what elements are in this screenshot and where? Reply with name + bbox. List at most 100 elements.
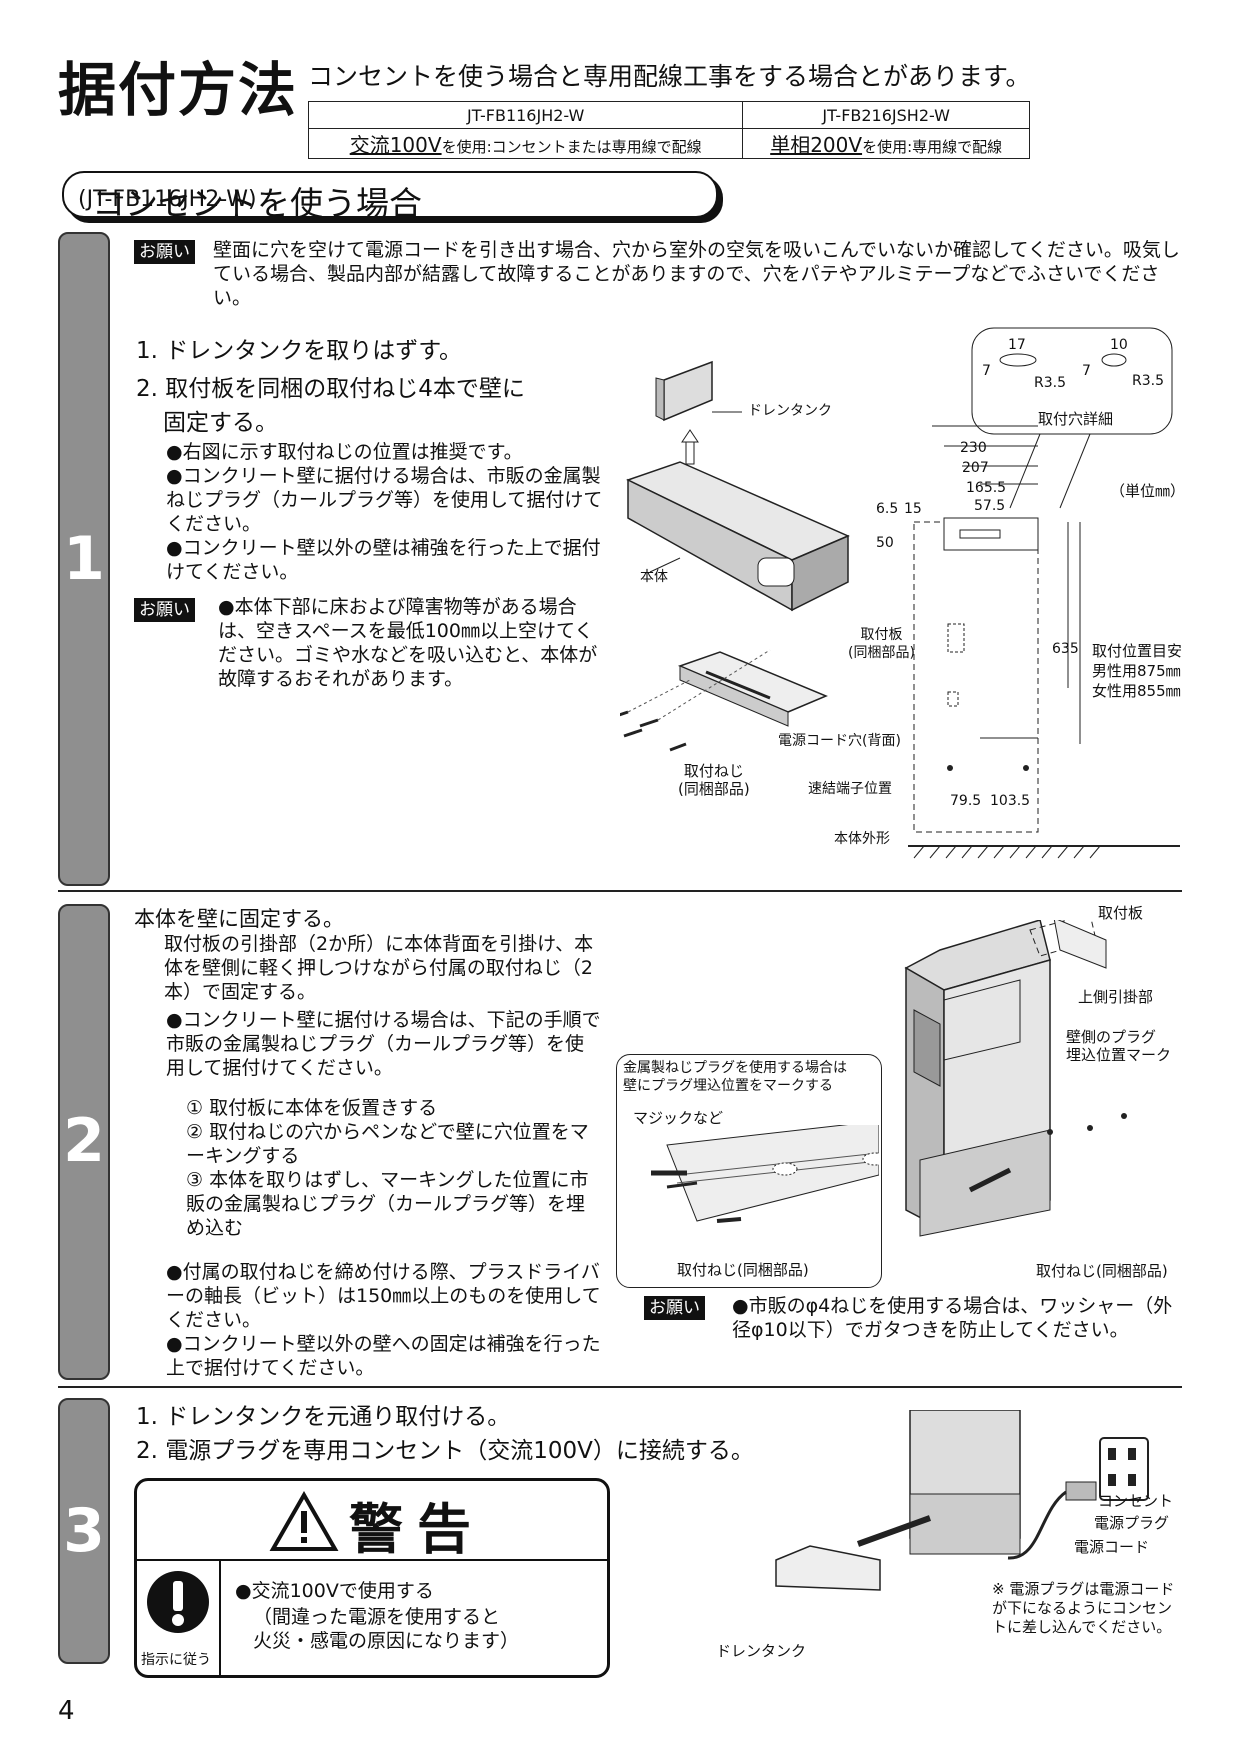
plug-icon xyxy=(716,1217,742,1223)
step-1-bar: 1 xyxy=(58,232,110,886)
section-heading: コンセントを使う場合 (JT-FB116JH2-W) xyxy=(62,171,718,223)
label-body: 本体 xyxy=(640,569,668,585)
label-height-guide: 取付位置目安 xyxy=(1092,642,1183,660)
dim-15: 15 xyxy=(904,501,922,517)
page-number: 4 xyxy=(58,1696,75,1726)
step2-desc: 取付板の引掛部（2か所）に本体背面を引掛け、本体を壁側に軽く押しつけながら付属の… xyxy=(164,933,594,1003)
label-drain-tank-3: ドレンタンク xyxy=(716,1642,807,1660)
label-unit: （単位㎜） xyxy=(1110,482,1186,500)
dim-207: 207 xyxy=(962,460,989,476)
section-title-wrap: コンセントを使う場合 (JT-FB116JH2-W) xyxy=(78,175,422,223)
model-usage-text-2: を使用:専用線で配線 xyxy=(862,138,1003,156)
label-plug-mark: 壁側のプラグ 埋込位置マーク xyxy=(1066,1028,1172,1064)
label-outline: 本体外形 xyxy=(834,831,890,847)
section-title: コンセントを使う場合 xyxy=(92,184,422,223)
step-3-number: 3 xyxy=(63,1496,105,1566)
dim-10: 10 xyxy=(1110,337,1128,353)
installation-illustration xyxy=(620,360,850,752)
model-table: JT-FB116JH2-W JT-FB216JSH2-W 交流100Vを使用:コ… xyxy=(307,101,1030,159)
screw-icon xyxy=(669,742,687,752)
cord-line xyxy=(1007,1490,1067,1560)
step1-bullet: ●右図に示す取付ねじの位置は推奨です。 xyxy=(166,441,523,463)
label-hole-detail: 取付穴詳細 xyxy=(1038,410,1114,428)
substep: ① 取付板に本体を仮置きする xyxy=(186,1097,438,1119)
dim-7b: 7 xyxy=(1082,363,1091,379)
label-upper-hook: 上側引掛部 xyxy=(1078,988,1154,1006)
model-usage-1: 交流100Vを使用:コンセントまたは専用線で配線 xyxy=(307,128,744,159)
screw-icon xyxy=(623,728,643,738)
page-title: 据付方法 xyxy=(58,56,299,124)
outlet-icon xyxy=(1099,1437,1149,1501)
label-plug: 電源プラグ xyxy=(1094,1514,1170,1532)
warning-triangle-icon xyxy=(269,1491,339,1551)
label-drain-tank: ドレンタンク xyxy=(748,403,832,419)
label-female: 女性用855㎜ xyxy=(1092,682,1181,700)
plug-note: ※ 電源プラグは電源コードが下になるようにコンセントに差し込んでください。 xyxy=(992,1580,1175,1636)
label-screws: 取付ねじ (同梱部品) xyxy=(678,762,750,798)
step1-instruction-2b: 固定する。 xyxy=(163,410,278,436)
step2-bullet-3: ●コンクリート壁以外の壁への固定は補強を行った上で据付けてください。 xyxy=(166,1333,601,1379)
label-terminal: 速結端子位置 xyxy=(808,781,892,797)
dim-230: 230 xyxy=(960,440,987,456)
inset-screw-label: 取付ねじ(同梱部品) xyxy=(677,1261,809,1279)
dim-r35a: R3.5 xyxy=(1034,375,1066,391)
screwdriver-icon xyxy=(968,1167,1012,1193)
mount-plate-shape xyxy=(1053,920,1107,969)
exclamation-icon xyxy=(147,1571,209,1633)
step-2-number: 2 xyxy=(63,1106,105,1176)
drain-tank-shape xyxy=(663,360,713,422)
step2-substeps: ① 取付板に本体を仮置きする ② 取付ねじの穴からペンなどで壁に穴位置をマーキン… xyxy=(186,1096,602,1240)
screw-icon xyxy=(666,1181,698,1189)
dim-7a: 7 xyxy=(982,363,991,379)
screw-icon xyxy=(620,710,629,717)
dim-6-5: 6.5 xyxy=(876,501,899,517)
notice-text: 壁面に穴を空けて電源コードを引き出す場合、穴から室外の空気を吸いこんでいないか確… xyxy=(213,239,1180,309)
warning-icon-label: 指示に従う xyxy=(141,1652,211,1668)
inset-drawing xyxy=(651,1125,879,1223)
notice-badge-2: お願い xyxy=(134,598,195,622)
step1-bullets: ●右図に示す取付ねじの位置は推奨です。 ●コンクリート壁に据付ける場合は、市販の… xyxy=(166,440,606,584)
step-3-bar: 3 xyxy=(58,1398,110,1664)
warning-main: ●交流100Vで使用する xyxy=(235,1580,434,1602)
notice-text-2: ●本体下部に床および障害物等がある場合は、空きスペースを最低100㎜以上空けてく… xyxy=(218,596,598,690)
notice-badge-3: お願い xyxy=(644,1296,705,1320)
step1-bullet: ●コンクリート壁以外の壁は補強を行った上で据付けてください。 xyxy=(166,537,601,583)
body-outline xyxy=(913,521,1039,833)
notice-badge: お願い xyxy=(134,240,195,264)
step3-instruction-2: 2. 電源プラグを専用コンセント（交流100V）に接続する。 xyxy=(136,1438,754,1464)
label-cord: 電源コード xyxy=(1074,1538,1150,1556)
label-outlet: コンセント xyxy=(1098,1492,1174,1510)
label-cord-hole: 電源コード穴(背面) xyxy=(778,733,901,749)
page-subtitle: コンセントを使う場合と専用配線工事をする場合とがあります。 xyxy=(308,62,1031,91)
step1-bullet: ●コンクリート壁に据付ける場合は、市販の金属製ねじプラグ（カールプラグ等）を使用… xyxy=(166,465,603,535)
warning-sub: （間違った電源を使用すると 火災・感電の原因になります） xyxy=(253,1606,520,1652)
warning-box: 警告 指示に従う ●交流100Vで使用する （間違った電源を使用すると 火災・感… xyxy=(134,1478,610,1678)
plug-marking-inset: 金属製ねじプラグを使用する場合は 壁にプラグ埋込位置をマークする マジックなど … xyxy=(616,1054,882,1288)
dim-79-5: 79.5 xyxy=(950,793,982,809)
model-voltage-1: 交流100V xyxy=(349,133,442,157)
label-male: 男性用875㎜ xyxy=(1092,662,1181,680)
dimension-drawing xyxy=(908,327,1180,859)
warning-title: 警告 xyxy=(349,1498,485,1561)
dim-r35b: R3.5 xyxy=(1132,373,1164,389)
dim-50: 50 xyxy=(876,535,894,551)
model-usage-text-1: を使用:コンセントまたは専用線で配線 xyxy=(441,138,702,156)
step1-instruction-2: 2. 取付板を同梱の取付ねじ4本で壁に xyxy=(136,376,525,402)
dim-635: 635 xyxy=(1052,641,1079,657)
step-1-number: 1 xyxy=(63,524,105,594)
dim-165: 165.5 xyxy=(966,480,1007,496)
model-voltage-2: 単相200V xyxy=(770,133,863,157)
inset-title: 金属製ねじプラグを使用する場合は 壁にプラグ埋込位置をマークする xyxy=(623,1060,847,1094)
substep: ③ 本体を取りはずし、マーキングした位置に市販の金属製ねじプラグ（カールプラグ等… xyxy=(186,1169,589,1239)
inset-magic-label: マジックなど xyxy=(633,1109,724,1127)
step1-instruction-1: 1. ドレンタンクを取りはずす。 xyxy=(136,338,462,364)
body-mount-illustration xyxy=(904,920,1127,1237)
plug-connection-illustration xyxy=(775,1410,1149,1591)
drain-tank-shape xyxy=(775,1545,881,1591)
step3-instruction-1: 1. ドレンタンクを元通り取付ける。 xyxy=(136,1404,511,1430)
notice-text-3: ●市販のφ4ねじを使用する場合は、ワッシャー（外径φ10以下）でガタつきを防止し… xyxy=(732,1295,1173,1341)
step2-bullet-2: ●付属の取付ねじを締め付ける際、プラスドライバーの軸長（ビット）は150㎜以上の… xyxy=(166,1261,601,1331)
screw-icon xyxy=(639,718,659,728)
warning-divider xyxy=(137,1559,607,1561)
drain-tank-side xyxy=(655,377,665,421)
